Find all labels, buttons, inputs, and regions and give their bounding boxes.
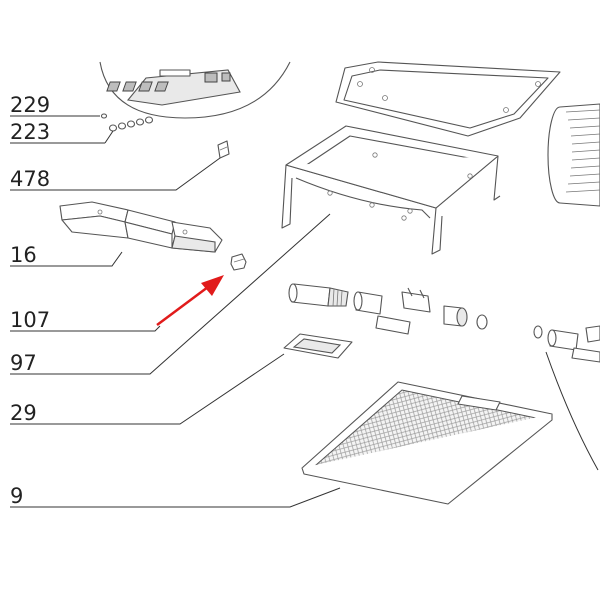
leader-9 bbox=[10, 487, 341, 508]
lamp-holder-right bbox=[533, 325, 600, 363]
switch-107 bbox=[230, 253, 247, 271]
grease-filter-9 bbox=[301, 381, 553, 505]
callout-labels: 229 223 478 16 107 97 29 9 bbox=[10, 93, 50, 508]
callout-29: 29 bbox=[10, 401, 37, 425]
callout-16: 16 bbox=[10, 243, 37, 267]
lamp-cap-right bbox=[443, 305, 488, 330]
leader-lines bbox=[10, 115, 599, 508]
leader-97 bbox=[10, 213, 331, 375]
leader-107 bbox=[10, 325, 161, 332]
hood-top-frame bbox=[335, 61, 561, 137]
main-frame-97 bbox=[281, 125, 501, 255]
callout-229: 229 bbox=[10, 93, 50, 117]
callout-223: 223 bbox=[10, 120, 50, 144]
lamp-bulb bbox=[288, 283, 349, 307]
highlight-arrow-icon bbox=[156, 275, 224, 327]
control-board-detail bbox=[99, 61, 291, 119]
clip-478 bbox=[217, 140, 230, 159]
leader-478 bbox=[10, 157, 221, 191]
leader-16 bbox=[10, 251, 123, 267]
callout-97: 97 bbox=[10, 351, 37, 375]
callout-9: 9 bbox=[10, 484, 23, 508]
lamp-holder-assembly bbox=[288, 283, 600, 363]
callout-478: 478 bbox=[10, 167, 50, 191]
callout-107: 107 bbox=[10, 308, 50, 332]
bracket-16 bbox=[59, 201, 223, 253]
screw-small-229 bbox=[100, 113, 108, 119]
leader-29 bbox=[10, 353, 285, 425]
fan-housing bbox=[547, 103, 600, 207]
knob-set-223 bbox=[108, 116, 154, 132]
leader-223-diag bbox=[104, 130, 114, 144]
lamp-clip-center bbox=[401, 287, 431, 313]
leader-right-edge bbox=[545, 351, 599, 471]
lamp-socket-left bbox=[353, 291, 411, 335]
light-diffuser-29 bbox=[283, 333, 353, 359]
control-board-pcb bbox=[106, 69, 241, 106]
